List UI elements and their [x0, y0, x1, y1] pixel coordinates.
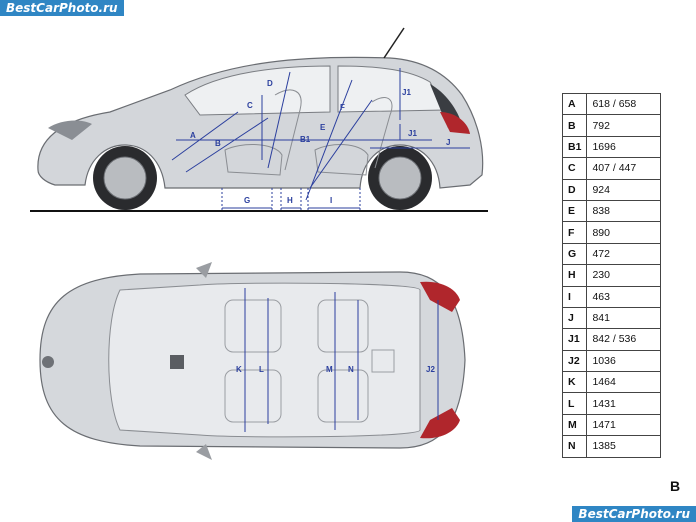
spec-key: G: [561, 242, 588, 266]
dim-label-b: B: [215, 139, 221, 148]
dim-label-l: L: [259, 365, 264, 374]
watermark-bottom: BestCarPhoto.ru: [572, 506, 696, 522]
spec-value: 1464: [586, 371, 662, 394]
spec-key: J1: [561, 328, 588, 351]
spec-value: 463: [586, 285, 662, 308]
spec-key: C: [561, 157, 588, 180]
taillight: [440, 112, 470, 134]
spec-key: D: [561, 178, 588, 201]
spec-key: K: [561, 371, 588, 394]
side-view-car: [30, 27, 488, 212]
front-window: [184, 65, 331, 116]
spec-key: F: [561, 221, 588, 244]
dim-label-a: A: [190, 131, 196, 140]
mirror-left: [196, 262, 212, 278]
top-view-car: [39, 262, 466, 460]
tail-left: [420, 281, 460, 312]
spec-key: B: [561, 114, 588, 137]
top-view-dimensions: [244, 288, 439, 432]
dim-label-m: M: [326, 365, 333, 374]
spec-key: H: [561, 264, 588, 287]
headlight: [48, 120, 92, 140]
spec-value: 838: [586, 199, 662, 223]
spec-value: 842 / 536: [586, 328, 662, 351]
dim-label-i: I: [330, 196, 332, 205]
seat-front-right: [224, 369, 282, 423]
dim-label-j: J: [446, 138, 450, 147]
spec-value: 792: [586, 114, 662, 137]
cabin: [108, 282, 421, 438]
spec-key: L: [561, 392, 588, 415]
mirror-right: [196, 444, 212, 460]
dim-label-n: N: [348, 365, 354, 374]
dim-label-d: D: [267, 79, 273, 88]
side-view-dimensions: [171, 68, 470, 212]
side-view-dimension-labels: A B C D E F B1 J1 J1 J G H I: [190, 79, 450, 205]
spec-key: E: [561, 199, 588, 223]
spec-value: 841: [586, 306, 662, 330]
spec-value: 1431: [586, 392, 662, 415]
dim-label-c: C: [247, 101, 253, 110]
dim-label-f: F: [340, 103, 345, 112]
spec-value: 924: [586, 178, 662, 201]
dim-label-g: G: [244, 196, 250, 205]
figure-letter: B: [670, 478, 681, 494]
spec-value: 230: [586, 264, 662, 287]
seat-rear-right: [317, 369, 369, 423]
spec-key: J2: [561, 349, 588, 373]
dim-label-h: H: [287, 196, 293, 205]
spec-key: N: [561, 435, 588, 458]
dim-label-j1-upper: J1: [402, 88, 411, 97]
top-view-dimension-labels: K L M N J2: [236, 365, 435, 374]
spec-key: J: [561, 306, 588, 330]
spec-key: B1: [561, 135, 588, 159]
dim-label-k: K: [236, 365, 242, 374]
badge: [42, 356, 54, 368]
dashboard-screen: [170, 355, 184, 369]
dim-label-j2: J2: [426, 365, 435, 374]
seat-front-left: [224, 299, 282, 353]
tail-right: [420, 408, 460, 439]
spec-value: 472: [586, 242, 662, 266]
spec-value: 1696: [586, 135, 662, 159]
dim-label-b1: B1: [300, 135, 311, 144]
dim-label-j1-lower: J1: [408, 129, 417, 138]
spec-value: 618 / 658: [586, 92, 662, 116]
front-seat: [224, 144, 283, 176]
watermark-top: BestCarPhoto.ru: [0, 0, 124, 16]
spec-value: 407 / 447: [586, 157, 662, 180]
spec-key: I: [561, 285, 588, 308]
spec-value: 1471: [586, 413, 662, 437]
spec-key: A: [561, 92, 588, 116]
spec-key: M: [561, 413, 588, 437]
seat-rear-left: [317, 299, 369, 353]
dim-label-e: E: [320, 123, 326, 132]
spec-value: 1036: [586, 349, 662, 373]
rear-seat: [314, 144, 369, 176]
spec-value: 890: [586, 221, 662, 244]
spec-value: 1385: [586, 435, 662, 458]
